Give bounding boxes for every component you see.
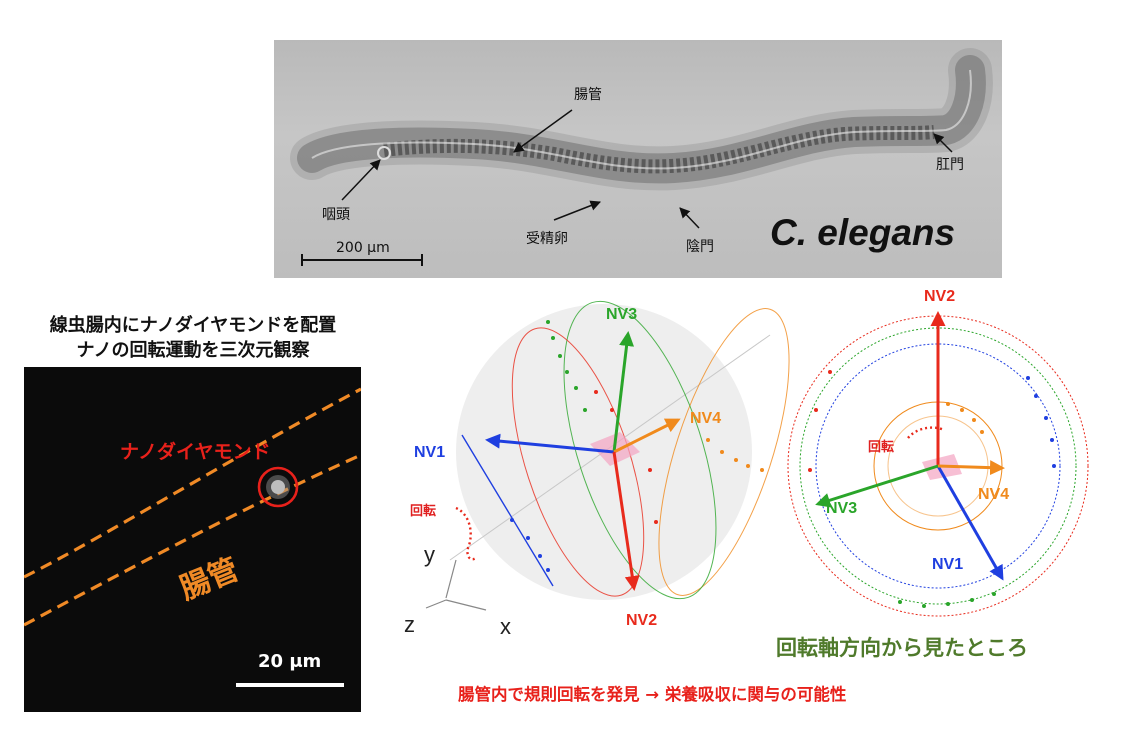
- axis-view-caption: 回転軸方向から見たところ: [776, 636, 1028, 660]
- nv4-label-3d: NV4: [690, 410, 722, 427]
- nanodiamond-label: ナノダイヤモンド: [120, 441, 271, 463]
- intestine-label: 腸管: [574, 87, 602, 103]
- nv3-label-3d: NV3: [606, 306, 638, 323]
- nv3-label-axis: NV3: [826, 500, 858, 517]
- fluorescence-drawing: [24, 387, 361, 687]
- nv1-label-3d: NV1: [414, 444, 446, 461]
- x-axis-label: x: [500, 614, 511, 639]
- fluorescence-title: 線虫腸内にナノダイヤモンドを配置 ナノの回転運動を三次元観察: [20, 313, 366, 363]
- nv2-label-axis: NV2: [924, 288, 956, 305]
- worm-scale-label: 200 μm: [336, 240, 390, 256]
- fluorescence-title-line2: ナノの回転運動を三次元観察: [76, 340, 310, 361]
- worm-micrograph: 腸管 咽頭 受精卵 陰門 肛門 200 μm C. elegans: [274, 40, 1002, 278]
- y-axis-label: y: [424, 542, 435, 567]
- rotation-label-3d: 回転: [410, 504, 437, 519]
- fluorescence-title-line1: 線虫腸内にナノダイヤモンドを配置: [49, 315, 337, 336]
- rotation-label-axis: 回転: [868, 440, 895, 455]
- worm-drawing: [290, 48, 993, 266]
- z-axis-label: z: [404, 612, 415, 637]
- fluorescence-scale-label: 20 μm: [258, 651, 322, 672]
- nv2-label-3d: NV2: [626, 612, 658, 629]
- fluorescence-image: ナノダイヤモンド 腸管 20 μm: [24, 367, 361, 712]
- species-name: C. elegans: [770, 212, 956, 253]
- anus-label: 肛門: [936, 157, 964, 173]
- nv1-label-axis: NV1: [932, 556, 964, 573]
- pharynx-label: 咽頭: [322, 207, 350, 223]
- conclusion-text: 腸管内で規則回転を発見 → 栄養吸収に関与の可能性: [458, 685, 847, 704]
- nv4-label-axis: NV4: [978, 486, 1010, 503]
- fertilized-egg-label: 受精卵: [526, 231, 568, 247]
- vulva-label: 陰門: [686, 239, 714, 255]
